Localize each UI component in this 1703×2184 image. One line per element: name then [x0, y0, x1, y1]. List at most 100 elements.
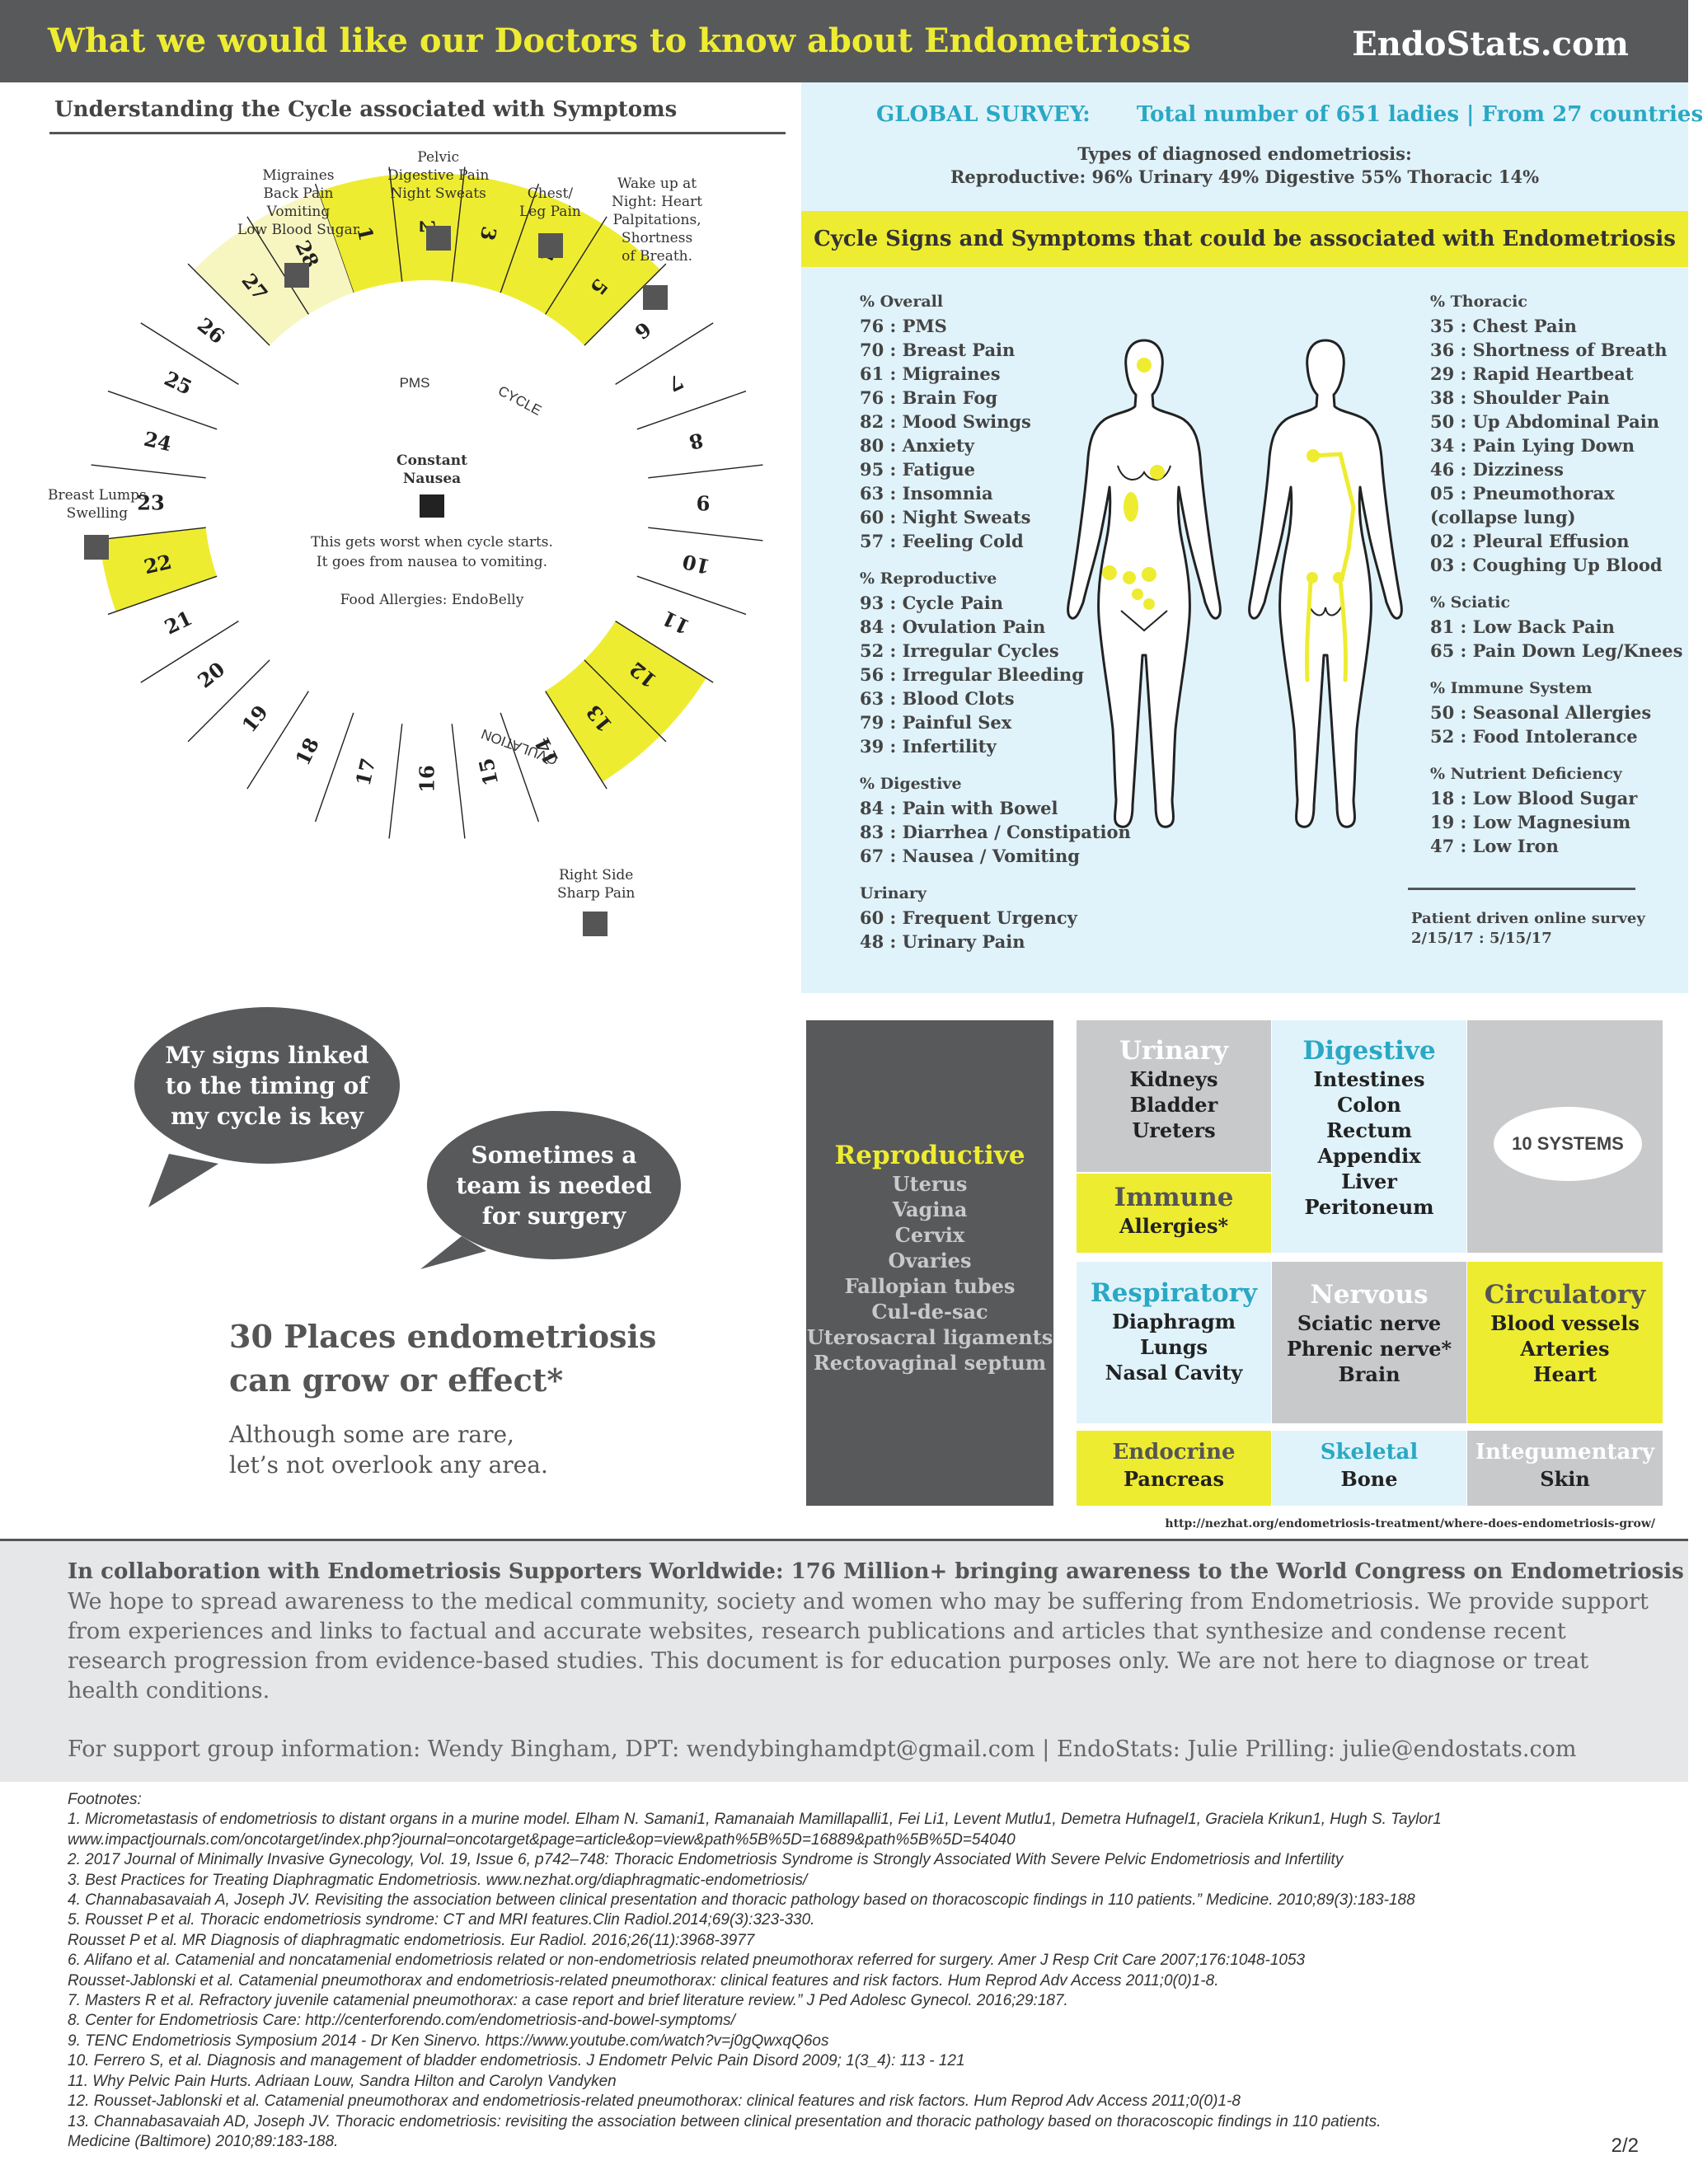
- digestive-title: Digestive: [1302, 1036, 1436, 1066]
- respiratory-title: Respiratory: [1090, 1278, 1258, 1308]
- endocrine-cell: Endocrine Pancreas: [1077, 1439, 1271, 1492]
- integumentary-box: [1467, 1431, 1663, 1506]
- left-stat-item: 76 : PMS: [860, 316, 947, 336]
- respiratory-cell: Respiratory Diaphragm Lungs Nasal Cavity: [1077, 1277, 1271, 1385]
- footnote-line: 4. Channabasavaiah A, Joseph JV. Revisit…: [68, 1891, 1415, 1910]
- cycle-segment-day-13: [545, 659, 660, 782]
- bubble-tails: [148, 1154, 486, 1269]
- cycle-divider: [545, 216, 608, 315]
- cycle-day-label: 10: [680, 550, 712, 579]
- cycle-divider: [615, 322, 714, 385]
- right-stat-item: 47 : Low Iron: [1430, 836, 1559, 856]
- back-nerve-line-2: [1304, 579, 1313, 682]
- hotspot-pelvis-2: [1142, 567, 1156, 582]
- cycle-segment-day-5: [545, 223, 660, 346]
- cycle-day-label: 1: [352, 224, 378, 243]
- symptom-marker-right-side: [583, 912, 608, 936]
- cycle-divider: [187, 263, 270, 346]
- footnote-line: 6. Alifano et al. Catamenial and noncata…: [68, 1952, 1306, 1970]
- collaboration-section: In collaboration with Endometriosis Supp…: [0, 1541, 1688, 1782]
- cycle-day-label: 7: [664, 369, 687, 396]
- cycle-day-label: 26: [193, 312, 229, 349]
- footnote-line: 10. Ferrero S, et al. Diagnosis and mana…: [68, 2052, 965, 2070]
- places-title: 30 Places endometriosis can grow or effe…: [229, 1318, 657, 1399]
- cycle-divider: [545, 691, 608, 790]
- footnote-line: 11. Why Pelvic Pain Hurts. Adriaan Louw,…: [68, 2072, 617, 2090]
- footnotes: Footnotes:1. Micrometastasis of endometr…: [68, 1790, 1634, 2152]
- symptom-wake: Wake up at Night: Heart Palpitations, Sh…: [612, 176, 703, 265]
- footnotes-heading: Footnotes:: [68, 1791, 142, 1808]
- respiratory-items: Diaphragm Lungs Nasal Cavity: [1105, 1310, 1243, 1385]
- hotspot-pelvis-3: [1132, 588, 1143, 600]
- page-number: 2/2: [1611, 2135, 1639, 2157]
- right-stat-item: 02 : Pleural Effusion: [1430, 531, 1630, 551]
- cycle-divider: [636, 390, 747, 430]
- bubble-surgery-team: Sometimes a team is needed for surgery: [427, 1111, 681, 1259]
- left-stat-item: 95 : Fatigue: [860, 459, 975, 480]
- left-stat-item: 76 : Brain Fog: [860, 387, 998, 408]
- cycle-divider: [584, 659, 667, 743]
- front-body-outline: [1067, 339, 1222, 828]
- ten-systems-label: 10 SYSTEMS: [1512, 1133, 1624, 1154]
- symptom-migraines: Migraines Back Pain Vomiting Low Blood S…: [237, 167, 359, 238]
- urinary-items: Kidneys Bladder Ureters: [1129, 1067, 1218, 1142]
- types-title: Types of diagnosed endometriosis:: [1077, 143, 1412, 164]
- cycle-day-label: 23: [137, 491, 164, 515]
- footnote-line: 8. Center for Endometriosis Care: http:/…: [68, 2012, 735, 2030]
- cycle-day-label: 15: [474, 756, 504, 788]
- left-stat-item: 80 : Anxiety: [860, 435, 974, 456]
- left-stat-item: 52 : Irregular Cycles: [860, 640, 1059, 661]
- left-stat-item: 79 : Painful Sex: [860, 712, 1012, 733]
- cycle-day-label: 9: [697, 491, 711, 515]
- right-stat-item: 35 : Chest Pain: [1430, 316, 1577, 336]
- nervous-box: [1272, 1262, 1466, 1423]
- footnote-line: Medicine (Baltimore) 2010;89:183-188.: [68, 2132, 339, 2150]
- digestive-items: Intestines Colon Rectum Appendix Liver P…: [1304, 1067, 1434, 1219]
- skeletal-title: Skeletal: [1320, 1440, 1419, 1465]
- hotspot-pelvis-1: [1123, 571, 1136, 584]
- collaboration-body: We hope to spread awareness to the medic…: [68, 1589, 1649, 1704]
- cycle-divider: [91, 464, 206, 479]
- nausea-note: This gets worst when cycle starts. It go…: [311, 534, 553, 570]
- global-survey-total: Total number of 651 ladies | From 27 cou…: [1136, 102, 1703, 127]
- cycle-divider: [140, 621, 239, 683]
- reproductive-title: Reproductive: [834, 1141, 1025, 1170]
- nausea-title: Constant Nausea: [396, 452, 467, 487]
- left-stat-item: 67 : Nausea / Vomiting: [860, 846, 1080, 866]
- cycle-divider: [91, 527, 206, 541]
- urinary-cell: Urinary Kidneys Bladder Ureters: [1077, 1035, 1271, 1143]
- nausea-square: [420, 494, 444, 518]
- footnote-line: 2. 2017 Journal of Minimally Invasive Gy…: [68, 1851, 1344, 1869]
- places-subtitle: Although some are rare, let’s not overlo…: [229, 1421, 548, 1479]
- circulatory-items: Blood vessels Arteries Heart: [1490, 1311, 1640, 1386]
- skeletal-items: Bone: [1340, 1467, 1398, 1491]
- left-stat-item: 60 : Night Sweats: [860, 507, 1031, 527]
- right-stat-item: 18 : Low Blood Sugar: [1430, 788, 1638, 808]
- left-stat-item: 48 : Urinary Pain: [860, 931, 1025, 952]
- right-stat-item: 65 : Pain Down Leg/Knees: [1430, 640, 1683, 661]
- left-stat-item: 70 : Breast Pain: [860, 340, 1016, 360]
- footnote-line: 9. TENC Endometriosis Symposium 2014 - D…: [68, 2032, 829, 2050]
- cycle-divider: [187, 659, 270, 743]
- left-heading: Urinary: [860, 884, 927, 902]
- cycle-divider: [246, 691, 309, 790]
- cycle-day-label: 3: [476, 224, 502, 243]
- cycle-label: CYCLE: [495, 382, 544, 418]
- respiratory-box: [1077, 1262, 1271, 1423]
- right-heading: % Sciatic: [1430, 593, 1511, 612]
- symptom-marker-wake: [643, 285, 668, 310]
- footnote-line: 5. Rousset P et al. Thoracic endometrios…: [68, 1911, 815, 1929]
- ten-systems-oval: 10 SYSTEMS: [1494, 1107, 1642, 1181]
- cycle-divider: [314, 712, 354, 823]
- footnote-line: 13. Channabasavaiah AD, Joseph JV. Thora…: [68, 2112, 1382, 2130]
- source-url[interactable]: http://nezhat.org/endometriosis-treatmen…: [1165, 1517, 1655, 1530]
- circulatory-cell: Circulatory Blood vessels Arteries Heart: [1467, 1279, 1663, 1387]
- pms-label: PMS: [400, 375, 430, 391]
- footnote-line: www.impactjournals.com/oncotarget/index.…: [68, 1830, 1016, 1849]
- cycle-divider: [500, 183, 540, 293]
- page-title: What we would like our Doctors to know a…: [48, 21, 1191, 60]
- symptom-chest: Chest/ Leg Pain: [519, 185, 581, 220]
- collaboration-contact: For support group information: Wendy Bin…: [68, 1736, 1577, 1762]
- cycle-divider: [140, 322, 239, 385]
